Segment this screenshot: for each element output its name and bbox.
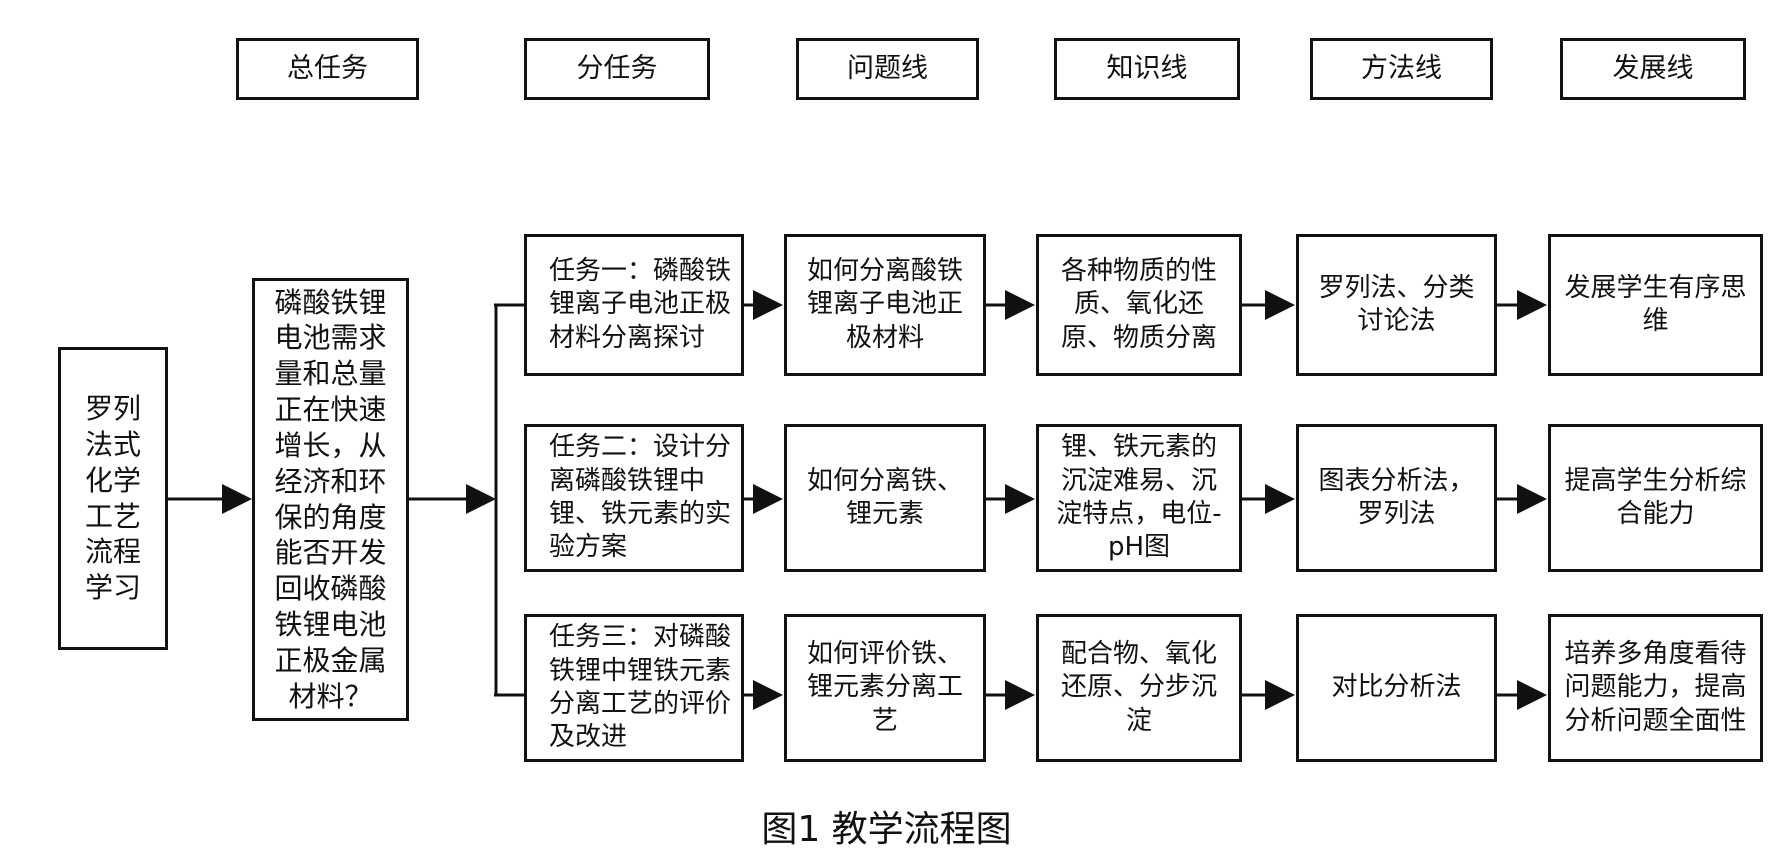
sub-task-box-1: 任务一：磷酸铁锂离子电池正极材料分离探讨: [524, 234, 744, 376]
development-text-2: 提高学生分析综合能力: [1564, 465, 1747, 529]
root-text: 罗列法式化学工艺流程学习: [84, 392, 141, 605]
header-development-line: 发展线: [1560, 38, 1746, 100]
development-text-3: 培养多角度看待问题能力，提高分析问题全面性: [1564, 639, 1747, 736]
problem-box-2: 如何分离铁、锂元素: [784, 424, 986, 572]
method-box-1: 罗列法、分类讨论法: [1296, 234, 1497, 376]
figure-caption: 图1 教学流程图: [761, 809, 1012, 850]
method-box-2: 图表分析法，罗列法: [1296, 424, 1497, 572]
header-method-line: 方法线: [1310, 38, 1493, 100]
development-text-1: 发展学生有序思维: [1564, 272, 1747, 336]
root-box: 罗列法式化学工艺流程学习: [58, 347, 168, 650]
problem-box-1: 如何分离酸铁锂离子电池正极材料: [784, 234, 986, 376]
method-text-1: 罗列法、分类讨论法: [1318, 272, 1475, 336]
sub-task-box-3: 任务三：对磷酸铁锂中锂铁元素分离工艺的评价及改进: [524, 614, 744, 762]
development-box-2: 提高学生分析综合能力: [1548, 424, 1763, 572]
header-development-line-label: 发展线: [1612, 52, 1694, 84]
header-problem-line-label: 问题线: [847, 52, 928, 84]
problem-text-1: 如何分离酸铁锂离子电池正极材料: [806, 256, 963, 353]
development-box-3: 培养多角度看待问题能力，提高分析问题全面性: [1548, 614, 1763, 762]
knowledge-box-1: 各种物质的性质、氧化还原、物质分离: [1036, 234, 1242, 376]
knowledge-text-2: 锂、铁元素的沉淀难易、沉淀特点，电位-pH图: [1056, 432, 1222, 563]
sub-task-box-2: 任务二：设计分离磷酸铁锂中锂、铁元素的实验方案: [524, 424, 744, 572]
knowledge-text-3: 配合物、氧化还原、分步沉淀: [1060, 639, 1217, 736]
knowledge-box-2: 锂、铁元素的沉淀难易、沉淀特点，电位-pH图: [1036, 424, 1242, 572]
knowledge-text-1: 各种物质的性质、氧化还原、物质分离: [1060, 256, 1217, 353]
header-main-task-label: 总任务: [287, 52, 368, 84]
main-task-box: 磷酸铁锂电池需求量和总量正在快速增长，从经济和环保的角度能否开发回收磷酸铁锂电池…: [252, 278, 409, 721]
development-box-1: 发展学生有序思维: [1548, 234, 1763, 376]
method-box-3: 对比分析法: [1296, 614, 1497, 762]
method-text-3: 对比分析法: [1331, 672, 1462, 703]
problem-box-3: 如何评价铁、锂元素分离工艺: [784, 614, 986, 762]
header-knowledge-line-label: 知识线: [1106, 52, 1188, 84]
sub-task-text-1: 任务一：磷酸铁锂离子电池正极材料分离探讨: [549, 256, 732, 353]
header-knowledge-line: 知识线: [1054, 38, 1240, 100]
problem-text-2: 如何分离铁、锂元素: [806, 465, 963, 529]
problem-text-3: 如何评价铁、锂元素分离工艺: [806, 639, 963, 736]
header-sub-task-label: 分任务: [576, 52, 658, 84]
sub-task-text-2: 任务二：设计分离磷酸铁锂中锂、铁元素的实验方案: [549, 432, 732, 563]
header-main-task: 总任务: [236, 38, 419, 100]
knowledge-box-3: 配合物、氧化还原、分步沉淀: [1036, 614, 1242, 762]
sub-task-text-3: 任务三：对磷酸铁锂中锂铁元素分离工艺的评价及改进: [549, 622, 732, 753]
method-text-2: 图表分析法，罗列法: [1318, 465, 1475, 529]
header-method-line-label: 方法线: [1361, 52, 1442, 84]
header-problem-line: 问题线: [796, 38, 979, 100]
header-sub-task: 分任务: [524, 38, 710, 100]
main-task-text: 磷酸铁锂电池需求量和总量正在快速增长，从经济和环保的角度能否开发回收磷酸铁锂电池…: [274, 285, 387, 713]
